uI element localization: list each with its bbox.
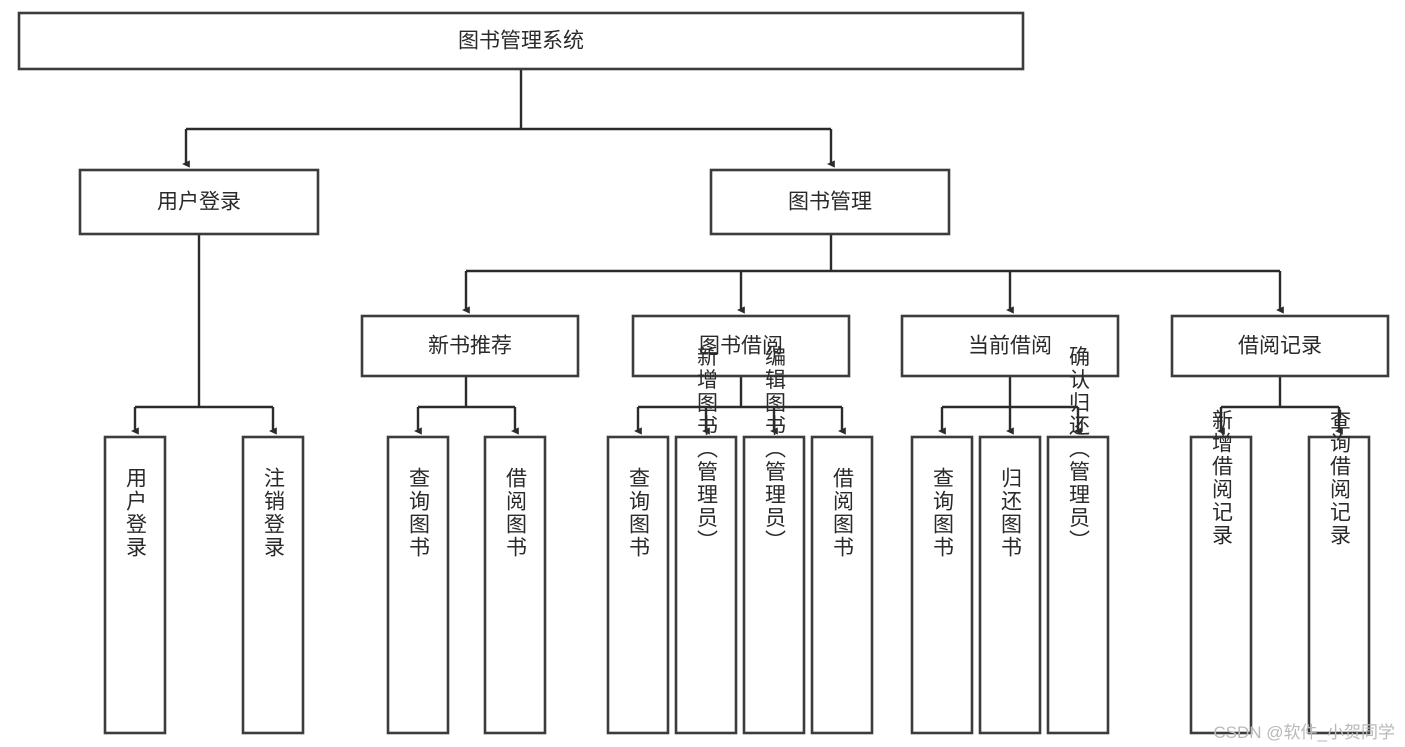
connectors-new-book-recommend-to-leaves — [414, 376, 519, 435]
node-leaf-add-book-label: 新增图书（管理员） — [695, 346, 719, 553]
node-leaf-add-book-box[interactable] — [674, 435, 738, 735]
node-leaf-confirm-return[interactable]: 确认归还（管理员） — [1046, 346, 1110, 735]
node-leaf-confirm-return-label: 确认归还（管理员） — [1067, 346, 1091, 553]
node-leaf-add-book[interactable]: 新增图书（管理员） — [674, 346, 738, 735]
node-user-login-box[interactable] — [78, 168, 320, 236]
node-leaf-confirm-return-box[interactable] — [1046, 435, 1110, 735]
node-new-book-recommend[interactable]: 新书推荐 — [360, 314, 580, 378]
node-leaf-query-book-1-label: 查询图书 — [407, 467, 431, 559]
node-leaf-user-login[interactable]: 用户登录 — [103, 435, 167, 735]
node-leaf-borrow-book-2[interactable]: 借阅图书 — [810, 435, 874, 735]
node-leaf-edit-book[interactable]: 编辑图书（管理员） — [742, 346, 806, 735]
node-leaf-borrow-book-1[interactable]: 借阅图书 — [483, 435, 547, 735]
node-book-borrow-label: 图书借阅 — [699, 335, 783, 358]
node-leaf-query-book-3[interactable]: 查询图书 — [910, 435, 974, 735]
node-current-borrow-box[interactable] — [900, 314, 1120, 378]
node-book-borrow-box[interactable] — [631, 314, 851, 378]
node-leaf-user-login-box[interactable] — [103, 435, 167, 735]
node-leaf-add-record-box[interactable] — [1189, 435, 1253, 735]
node-leaf-query-record[interactable]: 查询借阅记录 — [1307, 409, 1371, 735]
node-new-book-recommend-label: 新书推荐 — [428, 335, 512, 358]
node-user-login-label: 用户登录 — [157, 191, 241, 214]
node-borrow-record[interactable]: 借阅记录 — [1170, 314, 1390, 378]
connectors-book-borrow-to-leaves — [634, 376, 846, 435]
node-leaf-borrow-book-2-box[interactable] — [810, 435, 874, 735]
node-leaf-edit-book-box[interactable] — [742, 435, 806, 735]
node-leaf-query-book-2-box[interactable] — [606, 435, 670, 735]
node-leaf-query-record-label: 查询借阅记录 — [1328, 409, 1352, 547]
node-borrow-record-box[interactable] — [1170, 314, 1390, 378]
node-borrow-record-label: 借阅记录 — [1238, 335, 1322, 358]
node-leaf-borrow-book-1-label: 借阅图书 — [504, 467, 528, 559]
node-leaf-borrow-book-2-label: 借阅图书 — [831, 467, 855, 559]
node-leaf-query-book-3-label: 查询图书 — [931, 467, 955, 559]
node-leaf-logout-box[interactable] — [241, 435, 305, 735]
node-book-borrow[interactable]: 图书借阅 — [631, 314, 851, 378]
node-leaf-add-record[interactable]: 新增借阅记录 — [1189, 409, 1253, 735]
node-leaf-query-book-2-label: 查询图书 — [627, 467, 651, 559]
connectors-current-borrow-to-leaves — [938, 376, 1082, 435]
node-book-management-box[interactable] — [709, 168, 951, 236]
node-leaf-query-record-box[interactable] — [1307, 435, 1371, 735]
node-leaf-query-book-1[interactable]: 查询图书 — [386, 435, 450, 735]
node-leaf-logout-label: 注销登录 — [262, 467, 286, 559]
connectors-book-management-to-level3 — [462, 234, 1284, 314]
csdn-watermark: CSDN @软件_小贺同学 — [1213, 723, 1395, 742]
node-leaf-add-record-label: 新增借阅记录 — [1210, 409, 1234, 547]
node-root-label: 图书管理系统 — [458, 30, 584, 53]
node-leaf-user-login-label: 用户登录 — [124, 467, 148, 559]
node-current-borrow[interactable]: 当前借阅 — [900, 314, 1120, 378]
node-book-management-label: 图书管理 — [788, 191, 872, 214]
connectors-user-login-to-leaves — [131, 234, 277, 435]
node-leaf-query-book-3-box[interactable] — [910, 435, 974, 735]
node-leaf-edit-book-label: 编辑图书（管理员） — [763, 346, 787, 553]
node-current-borrow-label: 当前借阅 — [968, 335, 1052, 358]
node-leaf-query-book-1-box[interactable] — [386, 435, 450, 735]
node-leaf-return-book[interactable]: 归还图书 — [978, 435, 1042, 735]
node-root-box[interactable] — [17, 11, 1025, 71]
node-leaf-return-book-label: 归还图书 — [999, 467, 1023, 559]
node-leaf-logout[interactable]: 注销登录 — [241, 435, 305, 735]
node-root[interactable]: 图书管理系统 — [17, 11, 1025, 71]
node-leaf-borrow-book-1-box[interactable] — [483, 435, 547, 735]
node-leaf-return-book-box[interactable] — [978, 435, 1042, 735]
node-new-book-recommend-box[interactable] — [360, 314, 580, 378]
connectors-root-to-level2 — [182, 69, 835, 168]
node-leaf-query-book-2[interactable]: 查询图书 — [606, 435, 670, 735]
node-user-login[interactable]: 用户登录 — [78, 168, 320, 236]
node-book-management[interactable]: 图书管理 — [709, 168, 951, 236]
connectors-borrow-record-to-leaves — [1217, 376, 1343, 435]
